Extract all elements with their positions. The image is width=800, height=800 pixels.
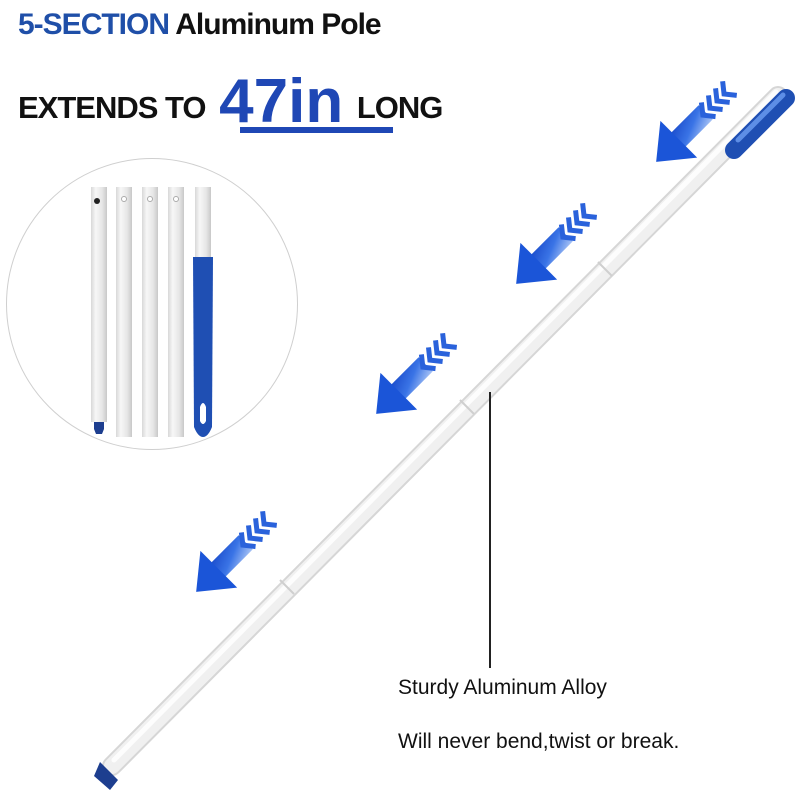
- pole-section-3: [142, 187, 158, 437]
- callout-subtitle: Will never bend,twist or break.: [398, 730, 680, 753]
- pole-grip: [725, 89, 795, 159]
- headline-section-count: 5-SECTION Aluminum Pole: [18, 8, 382, 42]
- sections-inset: [6, 158, 298, 450]
- pole-section-5-handle: [193, 187, 213, 437]
- length-underline: [240, 127, 393, 133]
- headline-accent: 5-SECTION: [18, 8, 170, 41]
- headline-length-value: 47in: [219, 67, 344, 136]
- extended-pole: [94, 86, 795, 790]
- arrow-down-left-icon: [516, 202, 598, 284]
- pole-tip: [94, 762, 118, 790]
- headline-rest: Aluminum Pole: [175, 8, 381, 41]
- arrow-down-left-icon: [376, 332, 458, 414]
- pole-section-2: [116, 187, 132, 437]
- headline-suffix: LONG: [356, 90, 444, 125]
- pole-section-1: [91, 187, 107, 434]
- sections-illustration: [91, 187, 213, 437]
- pole-section-4: [168, 187, 184, 437]
- headline-length: EXTENDS TO 47in LONG: [18, 62, 444, 136]
- callout-title: Sturdy Aluminum Alloy: [398, 676, 607, 699]
- arrow-down-left-icon: [196, 510, 278, 592]
- headline-prefix: EXTENDS TO: [18, 90, 207, 125]
- arrow-down-left-icon: [656, 80, 738, 162]
- callout-line: [489, 392, 491, 668]
